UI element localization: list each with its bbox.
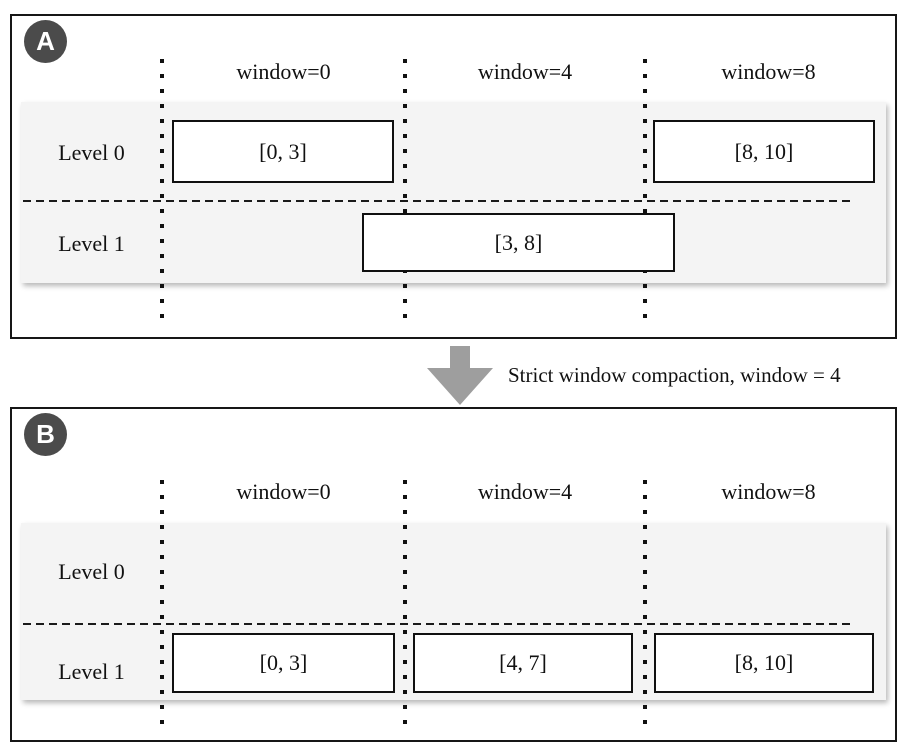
sstable-box: [3, 8] — [362, 213, 675, 272]
row-label-level-1: Level 1 — [58, 659, 125, 684]
sstable-box: [8, 10] — [653, 120, 875, 183]
level-divider-dashed-line — [23, 200, 852, 202]
sstable-range: [0, 3] — [259, 650, 308, 675]
window-divider-dotted-line — [643, 59, 647, 324]
column-header-window-0: window=0 — [236, 479, 331, 504]
panel-b-badge: B — [24, 413, 67, 456]
panel-b-badge-letter: B — [36, 419, 55, 449]
down-arrow-icon — [427, 346, 493, 405]
panel-a: A window=0 window=4 window=8 Level 0 Lev… — [10, 14, 897, 339]
level-divider-dashed-line — [23, 623, 852, 625]
sstable-box: [4, 7] — [413, 633, 633, 693]
sstable-box: [0, 3] — [172, 633, 395, 693]
window-divider-dotted-line — [160, 59, 164, 324]
column-header-window-0: window=0 — [236, 59, 331, 84]
sstable-range: [8, 10] — [734, 650, 794, 675]
window-divider-dotted-line — [160, 480, 164, 727]
window-divider-dotted-line — [643, 480, 647, 727]
row-label-level-0: Level 0 — [58, 559, 125, 584]
column-header-window-8: window=8 — [721, 59, 816, 84]
column-header-window-4: window=4 — [477, 479, 573, 504]
sstable-box: [8, 10] — [654, 633, 874, 693]
row-label-level-1: Level 1 — [58, 231, 125, 256]
panel-a-badge: A — [24, 20, 67, 63]
transition-label: Strict window compaction, window = 4 — [508, 363, 841, 387]
sstable-box: [0, 3] — [172, 120, 394, 183]
column-header-window-4: window=4 — [477, 59, 573, 84]
window-divider-dotted-line — [403, 480, 407, 727]
sstable-range: [8, 10] — [734, 138, 794, 164]
row-label-level-0: Level 0 — [58, 140, 125, 165]
column-header-window-8: window=8 — [721, 479, 816, 504]
sstable-range: [3, 8] — [494, 229, 543, 255]
panel-b: B window=0 window=4 window=8 Level 0 Lev… — [10, 407, 897, 742]
window-divider-dotted-line — [403, 59, 407, 324]
panel-a-badge-letter: A — [36, 26, 55, 56]
sstable-range: [0, 3] — [259, 138, 307, 164]
sstable-range: [4, 7] — [499, 650, 547, 675]
